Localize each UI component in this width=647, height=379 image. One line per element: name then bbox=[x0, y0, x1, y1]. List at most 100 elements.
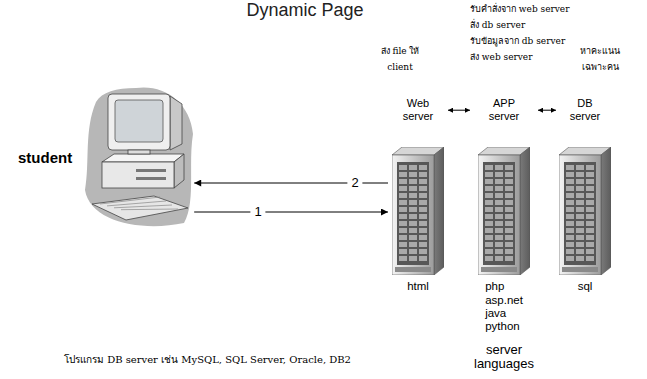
drive-bay bbox=[576, 214, 584, 219]
key-row bbox=[100, 197, 160, 204]
drive-bay bbox=[409, 214, 417, 219]
drive-bay bbox=[586, 172, 594, 177]
role-note: หาคะแนน bbox=[580, 46, 620, 58]
server-name: Web server bbox=[403, 97, 434, 123]
shadow-blob bbox=[85, 87, 193, 226]
drive-bay bbox=[505, 256, 513, 261]
server-tower bbox=[559, 147, 611, 275]
drive-bay bbox=[505, 200, 513, 205]
drive-bay bbox=[495, 256, 503, 261]
drive-bay bbox=[485, 172, 493, 177]
drive-bay bbox=[505, 242, 513, 247]
drive-bay bbox=[485, 186, 493, 191]
drive-bays bbox=[566, 165, 594, 261]
drive-bay bbox=[409, 186, 417, 191]
drive-bay bbox=[566, 200, 574, 205]
drive-bay bbox=[566, 249, 574, 254]
drive-bay bbox=[566, 221, 574, 226]
server-panel bbox=[564, 162, 596, 265]
server-language: php asp.net java python bbox=[485, 280, 523, 333]
drive-bay bbox=[409, 242, 417, 247]
server-base bbox=[395, 267, 431, 272]
drive-bay bbox=[495, 186, 503, 191]
drive-bay bbox=[419, 193, 427, 198]
drive-bay bbox=[576, 235, 584, 240]
drive-bay bbox=[566, 207, 574, 212]
drive-bay bbox=[409, 221, 417, 226]
drive-bay bbox=[586, 242, 594, 247]
drive-slot bbox=[136, 177, 166, 180]
monitor-screen bbox=[115, 100, 163, 142]
drive-bay bbox=[495, 214, 503, 219]
drive-bay bbox=[495, 235, 503, 240]
drive-bay bbox=[505, 235, 513, 240]
computer-illustration bbox=[84, 82, 194, 232]
drive-bay bbox=[399, 200, 407, 205]
drive-bay bbox=[495, 228, 503, 233]
server-side bbox=[434, 147, 444, 275]
drive-bay bbox=[495, 207, 503, 212]
drive-bay bbox=[399, 207, 407, 212]
drive-bay bbox=[576, 221, 584, 226]
drive-bay bbox=[485, 214, 493, 219]
drive-bay bbox=[566, 193, 574, 198]
role-note: รับคำสั่งจาก web server bbox=[470, 4, 569, 16]
server-side bbox=[601, 147, 611, 275]
server-front bbox=[392, 155, 434, 275]
app-server: APP server php asp.net java python bbox=[470, 97, 538, 333]
drive-bay bbox=[419, 214, 427, 219]
drive-bays bbox=[485, 165, 513, 261]
drive-bay bbox=[576, 249, 584, 254]
footnote: โปรแกรม DB server เช่น MySQL, SQL Server… bbox=[64, 352, 351, 367]
drive-bay bbox=[495, 165, 503, 170]
case-side bbox=[174, 154, 184, 188]
server-base bbox=[481, 267, 517, 272]
server-name: APP server bbox=[489, 97, 520, 123]
drive-bay bbox=[409, 193, 417, 198]
drive-bay bbox=[586, 179, 594, 184]
drive-bay bbox=[495, 193, 503, 198]
flow-arrow bbox=[194, 212, 388, 213]
drive-bay bbox=[485, 235, 493, 240]
drive-bay bbox=[495, 200, 503, 205]
drive-bay bbox=[586, 235, 594, 240]
drive-bay bbox=[399, 172, 407, 177]
drive-bay bbox=[505, 228, 513, 233]
drive-bay bbox=[485, 200, 493, 205]
role-note: เฉพาะคน bbox=[582, 62, 619, 74]
step-number: 2 bbox=[347, 175, 362, 191]
drive-bay bbox=[399, 235, 407, 240]
drive-bay bbox=[576, 256, 584, 261]
monitor-side bbox=[170, 96, 182, 150]
key-row bbox=[107, 201, 166, 206]
drive-bay bbox=[586, 186, 594, 191]
drive-bay bbox=[566, 256, 574, 261]
server-panel bbox=[397, 162, 429, 265]
drive-bay bbox=[495, 242, 503, 247]
drive-bay bbox=[586, 249, 594, 254]
person-label: student bbox=[18, 149, 72, 166]
server-front bbox=[559, 155, 601, 275]
drive-bay bbox=[409, 200, 417, 205]
drive-bay bbox=[409, 179, 417, 184]
drive-bay bbox=[566, 165, 574, 170]
drive-bay bbox=[576, 242, 584, 247]
drive-bay bbox=[409, 228, 417, 233]
drive-bay bbox=[505, 214, 513, 219]
monitor-body bbox=[108, 94, 170, 150]
drive-bay bbox=[485, 165, 493, 170]
drive-bay bbox=[485, 249, 493, 254]
case-top bbox=[102, 154, 184, 162]
server-base bbox=[562, 267, 598, 272]
role-note: สั่ง db server bbox=[470, 20, 525, 32]
role-note: รับข้อมูลจาก db server bbox=[470, 36, 565, 48]
web-server: Web serverhtml bbox=[388, 97, 448, 294]
drive-bay bbox=[586, 256, 594, 261]
drive-bay bbox=[586, 228, 594, 233]
drive-bay bbox=[576, 193, 584, 198]
drive-bay bbox=[419, 242, 427, 247]
drive-bay bbox=[409, 165, 417, 170]
drive-bay bbox=[495, 172, 503, 177]
drive-bay bbox=[419, 221, 427, 226]
drive-bay bbox=[399, 165, 407, 170]
